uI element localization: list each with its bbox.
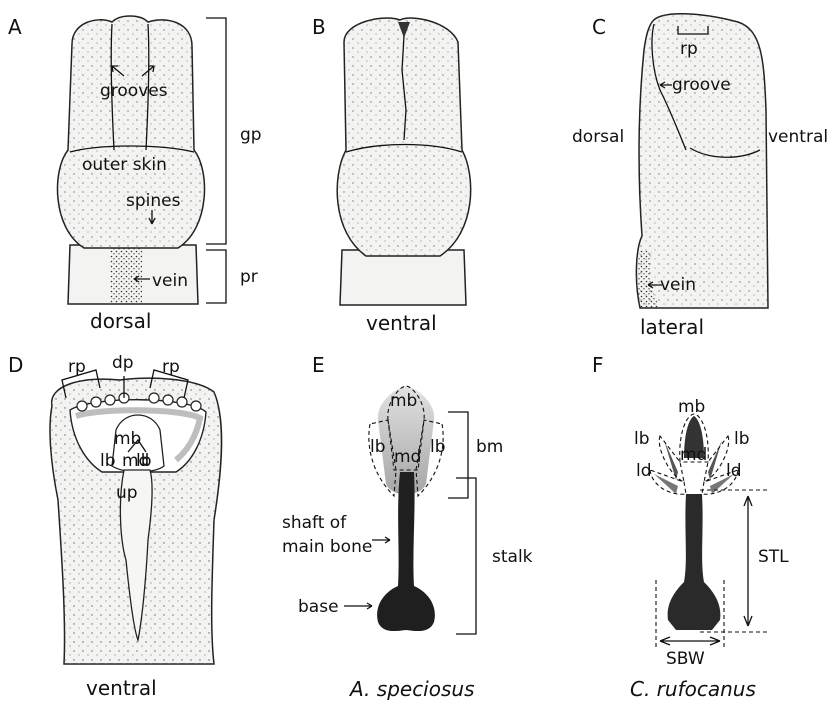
caption-f-species: C. rufocanus — [630, 677, 756, 701]
label-shaft-line1: shaft of — [282, 513, 347, 533]
caption-d-view: ventral — [86, 676, 157, 700]
label-up: up — [116, 483, 138, 503]
label-stl: STL — [758, 547, 789, 567]
label-bm: bm — [476, 437, 503, 457]
label-base: base — [298, 597, 339, 617]
label-grooves: grooves — [100, 81, 168, 101]
label-dp: dp — [112, 353, 134, 373]
label-spines: spines — [126, 191, 181, 211]
panel-c: C rp groove dorsal ventral vein lateral — [572, 14, 828, 339]
panel-f-main-bone — [668, 494, 721, 630]
label-pr: pr — [240, 267, 258, 287]
panel-b-prepuce — [340, 250, 466, 305]
panel-e-letter: E — [312, 353, 325, 377]
label-lb-d-right: lb — [136, 451, 152, 471]
panel-e-main-bone — [377, 472, 435, 631]
label-rp-d-right: rp — [162, 357, 180, 377]
panel-e-bm-bracket — [448, 412, 468, 498]
panel-f-letter: F — [592, 353, 604, 377]
panel-a-letter: A — [8, 15, 22, 39]
label-lb-e-left: lb — [370, 437, 386, 457]
label-md-e: md — [394, 447, 421, 467]
label-mb-d: mb — [114, 429, 141, 449]
panel-c-letter: C — [592, 15, 606, 39]
panel-a: A grooves outer skin spines vein gp pr d… — [8, 15, 262, 333]
label-rp-d-left: rp — [68, 357, 86, 377]
panel-e-stalk-bracket — [456, 478, 476, 634]
label-mb-e: mb — [390, 391, 417, 411]
label-gp: gp — [240, 125, 262, 145]
panel-f-stl-arrow — [744, 496, 752, 626]
panel-d-letter: D — [8, 353, 23, 377]
label-groove: groove — [672, 75, 731, 95]
label-md-f: md — [680, 445, 707, 465]
label-outer-skin: outer skin — [82, 155, 167, 175]
panel-a-pr-bracket — [206, 250, 226, 303]
label-vein-c: vein — [660, 275, 696, 295]
caption-e-species: A. speciosus — [348, 677, 475, 701]
label-lb-f-right: lb — [734, 429, 750, 449]
label-mb-f: mb — [678, 397, 705, 417]
caption-c-view: lateral — [640, 315, 704, 339]
label-ventral: ventral — [768, 127, 828, 147]
label-sbw: SBW — [666, 649, 705, 669]
label-rp-c: rp — [680, 39, 698, 59]
label-stalk: stalk — [492, 547, 533, 567]
label-ld-f-right: ld — [726, 461, 742, 481]
panel-d: D rp dp rp mb lb md lb up ventral — [8, 353, 222, 700]
panel-a-gp-bracket — [206, 18, 226, 244]
label-vein-a: vein — [152, 271, 188, 291]
label-lb-e-right: lb — [430, 437, 446, 457]
panel-b: B ventral — [312, 15, 471, 335]
caption-b-view: ventral — [366, 311, 437, 335]
panel-b-letter: B — [312, 15, 326, 39]
label-ld-f-left: ld — [636, 461, 652, 481]
label-lb-d-left: lb — [100, 451, 116, 471]
panel-f-sbw-arrow — [660, 637, 720, 645]
label-dorsal: dorsal — [572, 127, 624, 147]
panel-f: F mb lb md lb ld ld STL SBW C. rufocanus — [592, 353, 789, 701]
label-lb-f-left: lb — [634, 429, 650, 449]
panel-e: E mb lb md lb bm shaft of main bone stal… — [282, 353, 533, 701]
caption-a-view: dorsal — [90, 309, 151, 333]
label-shaft-line2: main bone — [282, 537, 372, 557]
